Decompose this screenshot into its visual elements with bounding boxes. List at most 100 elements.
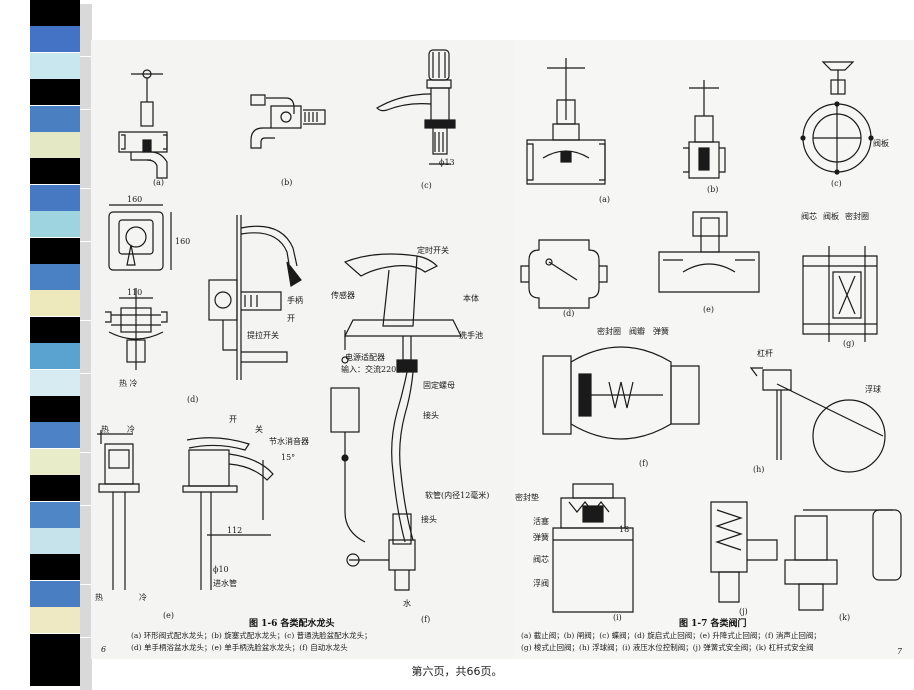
- faucet-b-drawing: [250, 94, 326, 149]
- figure-1-6-caption-line-2: (d) 单手柄浴盆水龙头；(e) 单手柄洗脸盆水龙头；(f) 自动水龙头: [131, 643, 348, 652]
- figure-1-7-caption-line-1: (a) 截止阀；(b) 闸阀；(c) 蝶阀；(d) 旋启式止回阀；(e) 升降式…: [521, 631, 821, 640]
- strip-cell: [30, 607, 80, 634]
- strip-cell: [30, 369, 80, 396]
- strip-cell-shadow: [80, 664, 92, 690]
- label-hot-e: 热: [101, 424, 109, 434]
- strip-cell: [30, 343, 80, 370]
- strip-cell-shadow: [80, 4, 92, 30]
- label-cold-e: 冷: [127, 424, 135, 434]
- label-sensor: 传感器: [331, 290, 355, 300]
- figure-1-7-title: 图 1-7 各类阀门: [679, 619, 747, 629]
- label-dim-110: 110: [127, 288, 142, 297]
- label-c: (c): [421, 181, 432, 190]
- label-handle: 手柄: [287, 295, 303, 305]
- label-float-valve: 浮阀: [533, 578, 549, 588]
- strip-cell: [30, 501, 80, 528]
- label-f: (f): [421, 615, 430, 624]
- label-valve-plate: 阀板: [823, 211, 839, 221]
- decorative-color-strip: [0, 0, 92, 690]
- label-dim-160-top: 160: [127, 195, 142, 204]
- strip-cell: [30, 0, 80, 26]
- label-hot-cold-d: 热 冷: [119, 378, 138, 388]
- valve-b-drawing: [683, 80, 726, 179]
- strip-cell-shadow: [80, 30, 92, 57]
- strip-cell: [30, 26, 80, 53]
- strip-cell: [30, 528, 80, 554]
- label-d: (d): [187, 395, 198, 404]
- valve-g-drawing: [802, 246, 878, 342]
- slide-footer: 第六页，共66页。: [411, 665, 503, 678]
- label-body: 本体: [463, 293, 479, 303]
- strip-cell-shadow: [80, 637, 92, 664]
- label-seal-ring: 密封圈: [845, 211, 869, 221]
- strip-cell-shadow: [80, 400, 92, 426]
- valve-f-drawing: [542, 346, 700, 440]
- label-spring: 弹簧: [653, 326, 669, 336]
- label-piston: 活塞: [533, 516, 549, 526]
- strip-cell: [30, 79, 80, 106]
- label-power-adapter: 电源适配器: [345, 352, 385, 362]
- right-book-page: (a) (b) (c) 阀板 (d) (e) 阀芯 阀板 密封圈 (g) 密封圈…: [513, 40, 914, 659]
- strip-cell-shadow: [80, 162, 92, 189]
- faucet-a-drawing: [118, 69, 168, 179]
- right-page-labels: (a) (b) (c) 阀板 (d) (e) 阀芯 阀板 密封圈 (g) 密封圈…: [515, 138, 903, 656]
- label-d-right: (d): [563, 309, 574, 318]
- label-f-right: (f): [639, 459, 648, 468]
- figure-1-7-caption-line-2: (g) 梭式止回阀；(h) 浮球阀；(i) 液压水位控制阀；(j) 弹簧式安全阀…: [521, 643, 814, 652]
- figure-1-6-title: 图 1-6 各类配水龙头: [249, 619, 335, 629]
- strip-cell: [30, 264, 80, 290]
- strip-cell: [30, 52, 80, 79]
- strip-cell-shadow: [80, 136, 92, 162]
- strip-cell: [30, 132, 80, 158]
- left-book-page: (a) (b) (c) ϕ13 160 160 110 热 冷 (d) 手柄 开…: [91, 40, 513, 659]
- label-valve-flap: 阀瓣: [629, 326, 645, 336]
- left-page-labels: (a) (b) (c) ϕ13 160 160 110 热 冷 (d) 手柄 开…: [95, 158, 489, 654]
- label-lever: 杠杆: [757, 348, 773, 358]
- strip-cell-shadow: [80, 109, 92, 136]
- label-input-ac: 输入：交流220伏: [341, 364, 404, 374]
- label-a-right: (a): [599, 195, 610, 204]
- label-cold-e2: 冷: [139, 592, 147, 602]
- label-float-ball: 浮球: [865, 384, 881, 394]
- label-spring2: 弹簧: [533, 532, 549, 542]
- label-joint2: 接头: [421, 514, 437, 524]
- label-dim-112: 112: [227, 526, 242, 535]
- left-page-number: 6: [101, 645, 106, 654]
- faucet-c-drawing: [376, 49, 456, 165]
- strip-cell-shadow: [80, 479, 92, 506]
- figure-1-6-caption-line-1: (a) 环形阀式配水龙头；(b) 旋塞式配水龙头；(c) 普通洗脸盆配水龙头；: [131, 631, 372, 640]
- label-seal-gasket: 密封垫: [515, 492, 539, 502]
- label-b-right: (b): [707, 185, 718, 194]
- strip-cell-shadow: [80, 215, 92, 242]
- strip-cell: [30, 475, 80, 502]
- valve-h-drawing: [749, 367, 886, 473]
- label-inlet-pipe: 进水管: [213, 578, 237, 588]
- valve-d-drawing: [520, 239, 608, 309]
- strip-cell-shadow: [80, 188, 92, 215]
- label-open: 开: [287, 314, 295, 323]
- strip-cell-shadow: [80, 584, 92, 611]
- strip-cell: [30, 158, 80, 185]
- strip-cell-shadow: [80, 426, 92, 453]
- label-close-e: 关: [255, 424, 263, 434]
- strip-cell: [30, 316, 80, 343]
- label-pull-switch: 提拉开关: [247, 330, 279, 340]
- label-hot-e2: 热: [95, 592, 103, 602]
- strip-cell: [30, 237, 80, 264]
- strip-cell: [30, 580, 80, 607]
- strip-cell: [30, 105, 80, 132]
- valve-k-drawing: [784, 509, 902, 611]
- valve-a-drawing: [526, 58, 606, 185]
- faucet-d-drawing: [105, 204, 302, 380]
- faucet-f-drawing: [330, 253, 462, 591]
- strip-cell: [30, 184, 80, 211]
- label-g-right: (g): [843, 339, 854, 348]
- label-open-e: 开: [229, 415, 237, 424]
- valve-i-drawing: [552, 483, 634, 613]
- label-angle: 15°: [281, 453, 295, 462]
- strip-cell-shadow: [80, 294, 92, 321]
- strip-cell-shadow: [80, 347, 92, 374]
- label-aerator: 节水消音器: [269, 436, 309, 446]
- strip-cell-shadow: [80, 532, 92, 558]
- strip-cell-shadow: [80, 452, 92, 479]
